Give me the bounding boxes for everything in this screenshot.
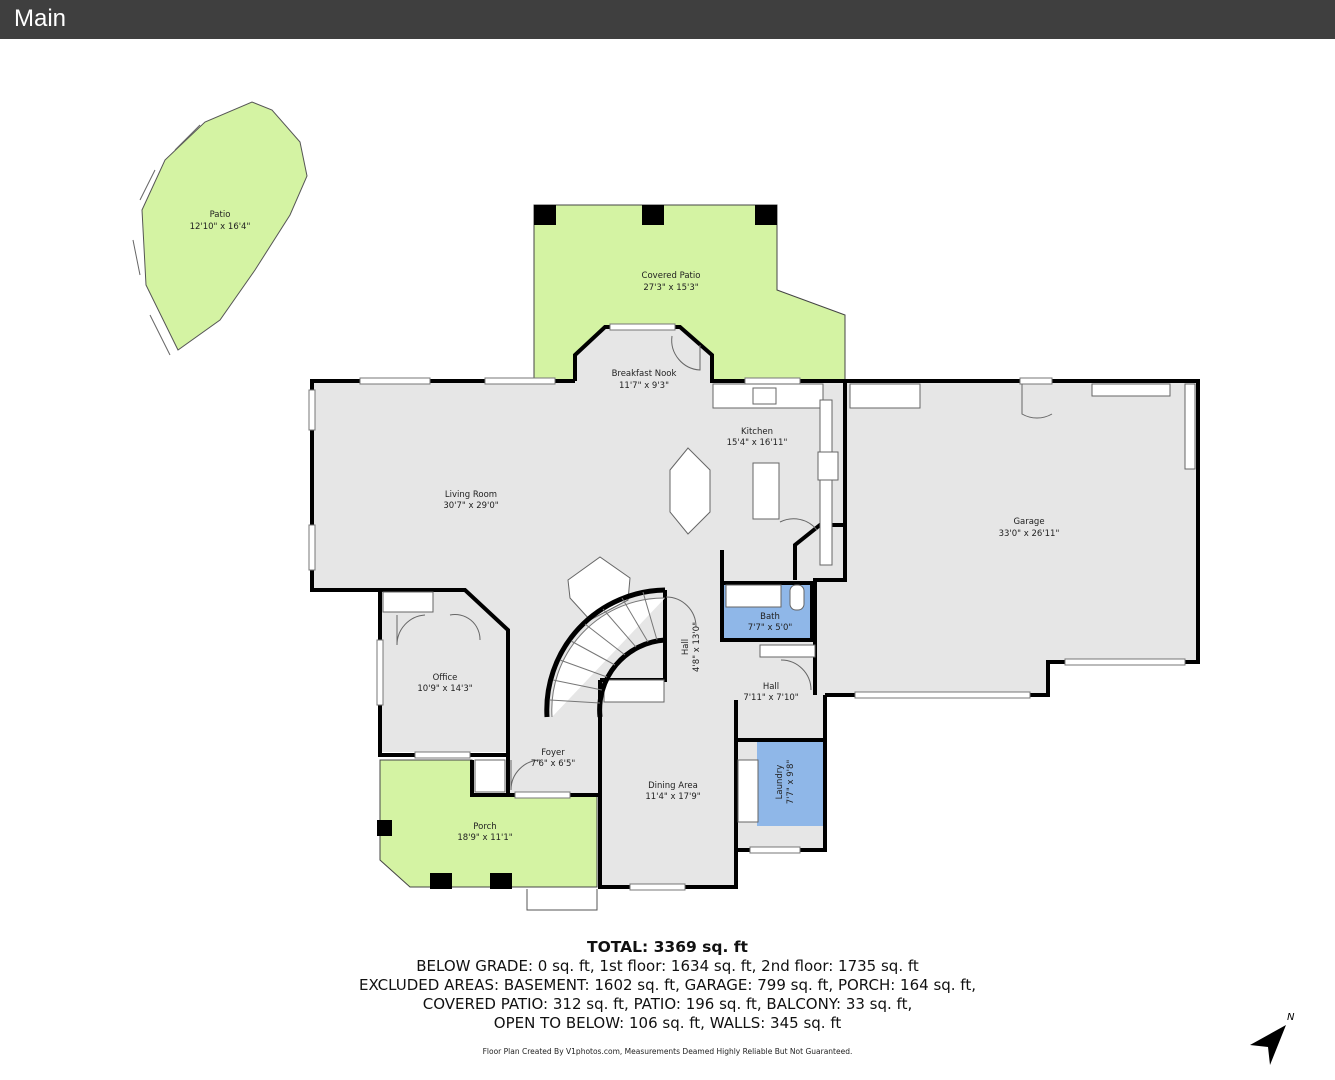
- garage-area: [815, 381, 1198, 695]
- vanity: [725, 584, 782, 608]
- room-dims-kitchen: 15'4" x 16'11": [727, 438, 788, 448]
- fixtures: [382, 383, 1196, 823]
- room-dims-covered-patio: 27'3" x 15'3": [643, 283, 698, 293]
- room-name-foyer: Foyer: [541, 748, 565, 758]
- column: [430, 873, 452, 889]
- room-name-covered-patio: Covered Patio: [642, 271, 701, 281]
- column: [490, 873, 512, 889]
- garage-shelf: [1184, 383, 1196, 470]
- counter: [819, 399, 833, 566]
- hall-closet: [603, 679, 665, 703]
- stove: [817, 451, 839, 481]
- compass-label: N: [1287, 1012, 1295, 1023]
- room-dims-foyer: 7'6" x 6'5": [531, 759, 576, 769]
- garage-shelf: [1091, 383, 1171, 397]
- room-name-laundry: Laundry: [775, 765, 785, 800]
- room-dims-patio: 12'10" x 16'4": [190, 222, 251, 232]
- room-dims-laundry: 7'7" x 9'8": [786, 760, 796, 805]
- garage-shelf: [849, 383, 921, 409]
- room-name-office: Office: [433, 673, 458, 683]
- room-name-bath: Bath: [760, 612, 780, 622]
- room-dims-hall-vertical: 4'8" x 13'0": [692, 622, 702, 672]
- coat-closet: [474, 759, 506, 793]
- column: [534, 205, 556, 225]
- room-name-kitchen: Kitchen: [741, 427, 773, 437]
- room-name-patio: Patio: [210, 210, 231, 220]
- summary-line: OPEN TO BELOW: 106 sq. ft, WALLS: 345 sq…: [493, 1014, 842, 1032]
- room-dims-living-room: 30'7" x 29'0": [443, 501, 498, 511]
- room-dims-dining-area: 11'4" x 17'9": [645, 792, 700, 802]
- room-name-living-room: Living Room: [445, 490, 497, 500]
- laundry-counter: [737, 759, 759, 823]
- room-dims-garage: 33'0" x 26'11": [999, 529, 1060, 539]
- laundry-area: [757, 740, 823, 826]
- patio-steps: [132, 124, 201, 356]
- room-name-porch: Porch: [473, 822, 496, 832]
- porch-step: [526, 889, 598, 911]
- door-swings: [396, 335, 1053, 791]
- sink: [752, 387, 777, 405]
- summary-line: EXCLUDED AREAS: BASEMENT: 1602 sq. ft, G…: [359, 976, 976, 994]
- bench: [759, 644, 816, 658]
- column: [642, 205, 664, 225]
- toilet: [789, 584, 805, 611]
- summary-line: BELOW GRADE: 0 sq. ft, 1st floor: 1634 s…: [416, 957, 919, 975]
- room-name-dining-area: Dining Area: [648, 781, 698, 791]
- footer-disclaimer: Floor Plan Created By V1photos.com, Meas…: [482, 1047, 853, 1056]
- column: [377, 820, 392, 836]
- room-dims-bath: 7'7" x 5'0": [748, 623, 793, 633]
- room-name-hall: Hall: [763, 682, 779, 692]
- staircase: [544, 587, 666, 718]
- room-name-breakfast-nook: Breakfast Nook: [612, 369, 677, 379]
- room-dims-porch: 18'9" x 11'1": [457, 833, 512, 843]
- header-bar: Main: [0, 0, 1335, 39]
- column: [755, 205, 777, 225]
- floor-title: Main: [14, 5, 67, 32]
- compass-icon: N: [1250, 1012, 1295, 1065]
- kitchen-table: [752, 462, 780, 520]
- room-name-hall-vertical: Hall: [681, 639, 691, 655]
- kitchen-island: [669, 447, 711, 535]
- windows: [308, 323, 1186, 891]
- summary-line: COVERED PATIO: 312 sq. ft, PATIO: 196 sq…: [422, 995, 913, 1013]
- room-dims-office: 10'9" x 14'3": [417, 684, 472, 694]
- patio-area: [141, 101, 308, 351]
- room-dims-hall: 7'11" x 7'10": [743, 693, 798, 703]
- office-closet: [382, 591, 434, 613]
- area-summary: TOTAL: 3369 sq. ft BELOW GRADE: 0 sq. ft…: [0, 938, 1335, 1033]
- total-area: TOTAL: 3369 sq. ft: [587, 938, 748, 956]
- room-dims-breakfast-nook: 11'7" x 9'3": [619, 381, 669, 391]
- room-name-garage: Garage: [1013, 517, 1044, 527]
